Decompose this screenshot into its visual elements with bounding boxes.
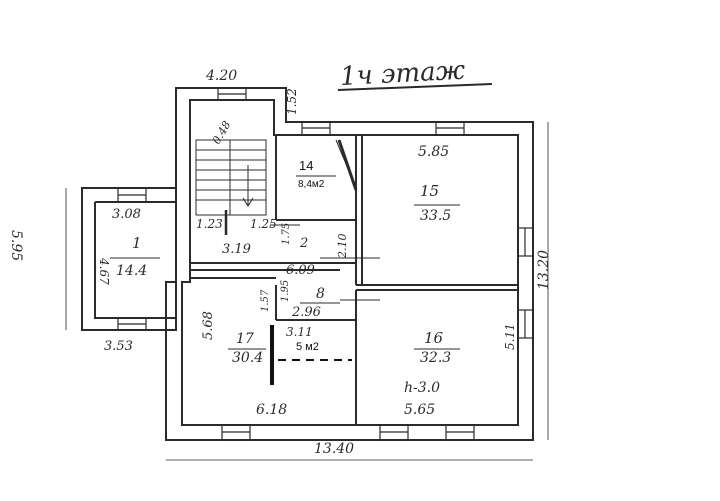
room-2-dim-f: 6.09 bbox=[286, 263, 315, 278]
dim-bottom-width: 13.40 bbox=[314, 441, 354, 457]
room-2-dim-b: 1.23 bbox=[196, 217, 223, 231]
staircase bbox=[195, 139, 267, 235]
room-2-dim-e: 1.75 bbox=[281, 223, 292, 245]
room-17-number: 17 bbox=[236, 331, 254, 347]
room-8-dim-d: 3.11 bbox=[286, 325, 313, 339]
room-16-area: 32.3 bbox=[420, 350, 451, 366]
room-2-dim-d: 3.19 bbox=[222, 242, 251, 257]
dim-top-width: 4.20 bbox=[205, 68, 237, 84]
room-2-number: 2 bbox=[299, 236, 308, 251]
room-17-extra-area: 5 м2 bbox=[296, 341, 319, 353]
room-8-dim-b: 1.57 bbox=[260, 289, 271, 312]
room-14-dim: 2.10 bbox=[336, 234, 349, 260]
room-8-number: 8 bbox=[316, 286, 325, 302]
room-17-dim-b: 6.18 bbox=[256, 402, 287, 418]
door-leaf-14 bbox=[337, 139, 358, 191]
windows bbox=[117, 87, 534, 441]
room-1-dim-c: 3.53 bbox=[104, 339, 133, 354]
room-16-number: 16 bbox=[424, 329, 444, 347]
room-2-dim-c: 1.25 bbox=[250, 217, 277, 231]
room-1-area: 14.4 bbox=[116, 263, 147, 279]
room-17-area: 30.4 bbox=[232, 350, 263, 366]
room-16-height: h-3.0 bbox=[404, 380, 440, 396]
room-16-dim-a: 5.65 bbox=[404, 402, 435, 418]
dim-notch: 1.52 bbox=[285, 88, 299, 115]
room-14-area: 8,4м2 bbox=[298, 179, 325, 190]
room-15-area: 33.5 bbox=[420, 208, 451, 224]
room-8-dim-c: 1.95 bbox=[280, 280, 291, 302]
room-8-dim-a: 2.96 bbox=[291, 305, 321, 320]
dim-right-height: 13.20 bbox=[536, 250, 552, 290]
room-14-number: 14 bbox=[299, 158, 313, 173]
room-16-dim-b: 5.11 bbox=[503, 323, 517, 350]
title-underline bbox=[337, 83, 493, 91]
room-1-number: 1 bbox=[132, 234, 142, 252]
room-17-dim-a: 5.68 bbox=[201, 311, 216, 340]
room-1-dim-b: 4.67 bbox=[97, 257, 111, 285]
room-15-dim: 5.85 bbox=[418, 144, 449, 160]
room-15-number: 15 bbox=[420, 182, 439, 200]
room-1-dim-a: 3.08 bbox=[112, 207, 141, 222]
dimension-lines bbox=[65, 122, 549, 461]
interior-walls bbox=[190, 135, 518, 425]
dim-left-height: 5.95 bbox=[8, 230, 24, 261]
